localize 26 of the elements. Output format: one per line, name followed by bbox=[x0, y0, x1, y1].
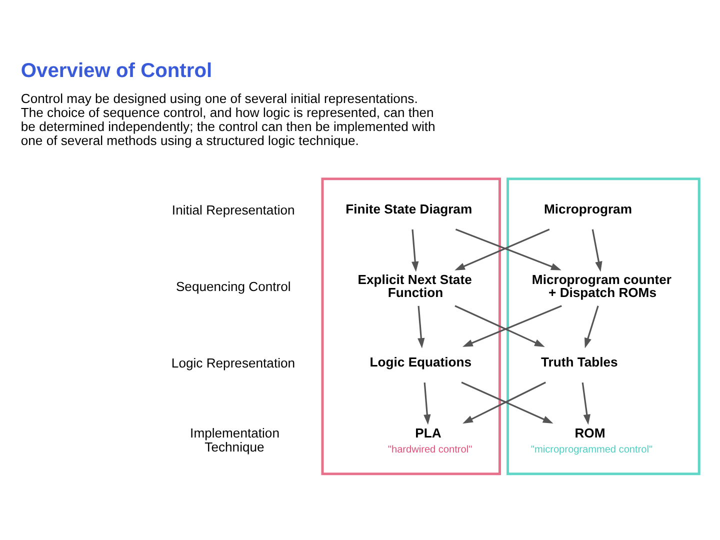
arrow bbox=[584, 306, 599, 348]
cluster bbox=[506, 178, 700, 476]
arrow bbox=[582, 382, 590, 425]
node-label: "microprogrammed control" bbox=[530, 444, 653, 456]
label: Sequencing Control bbox=[176, 279, 291, 294]
node-text: ROM bbox=[574, 426, 606, 441]
node-text: PLA bbox=[415, 426, 442, 441]
node-text: Finite State Diagram bbox=[346, 202, 472, 217]
diagram-title: Overview of Control bbox=[20, 60, 212, 82]
label: Initial Representation bbox=[172, 202, 295, 218]
label: Control may be designed using one of several initial representations. The choice of sequence control, and how logic is represented, can then be determined independently; the control can then be implemented with one of several methods using a structured logic technique. bbox=[20, 90, 436, 148]
arrow bbox=[454, 305, 545, 347]
node-label: "hardwired control" bbox=[388, 444, 472, 456]
arrow bbox=[592, 229, 602, 272]
arrow bbox=[412, 229, 419, 272]
node-text: Truth Tables bbox=[541, 354, 618, 370]
node-text: Explicit Next State Function bbox=[358, 272, 472, 300]
cluster bbox=[321, 178, 501, 476]
label: Implementation Technique bbox=[190, 426, 280, 455]
node-text: Microprogram bbox=[544, 202, 632, 217]
arrow bbox=[424, 382, 431, 425]
node-text: Logic Equations bbox=[370, 354, 472, 370]
node-text: Microprogram counter + Dispatch ROMs bbox=[532, 272, 672, 300]
arrow bbox=[418, 306, 425, 348]
label: Logic Representation bbox=[171, 356, 296, 371]
arrow bbox=[462, 305, 562, 347]
